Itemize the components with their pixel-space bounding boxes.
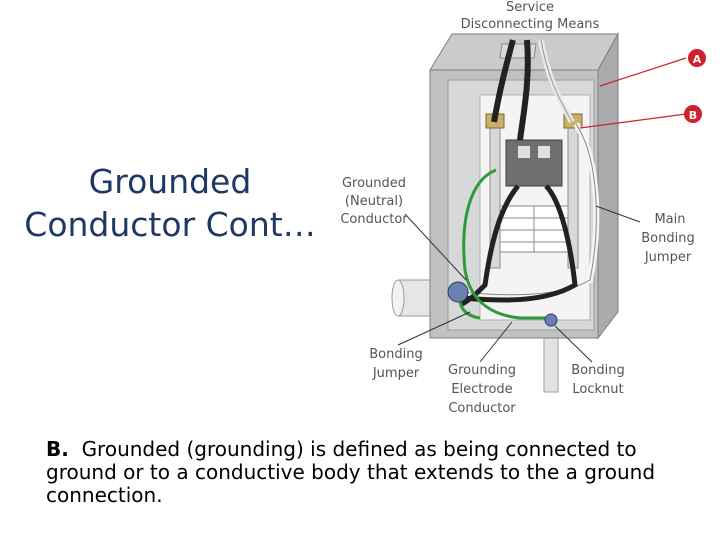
slide-title-line2: Conductor Cont… bbox=[24, 205, 316, 244]
ground-rod bbox=[543, 337, 559, 393]
service-conductor-2 bbox=[517, 39, 531, 141]
breaker-handle-right bbox=[538, 146, 550, 158]
pointer-bonding-locknut bbox=[554, 325, 593, 363]
marker-a-label: A bbox=[693, 53, 702, 66]
label-grounding-electrode-line1: Grounding bbox=[448, 363, 516, 378]
label-grounding-electrode-line2: Electrode bbox=[451, 382, 512, 397]
branch-wire-2 bbox=[460, 184, 520, 307]
breaker-handle-left bbox=[518, 146, 530, 158]
label-bonding-locknut-line2: Locknut bbox=[572, 382, 623, 397]
bonding-locknut bbox=[447, 281, 469, 303]
pointer-bonding-jumper bbox=[397, 311, 471, 346]
label-grounding-electrode-line3: Conductor bbox=[448, 401, 516, 416]
label-main-bonding-line1: Main bbox=[654, 212, 685, 227]
label-bonding-locknut-line1: Bonding bbox=[571, 363, 624, 378]
caption-prefix: B. bbox=[46, 437, 69, 461]
main-breaker bbox=[505, 139, 563, 187]
pointer-grounding-electrode bbox=[479, 321, 513, 363]
marker-b-label: B bbox=[689, 109, 697, 122]
top-label-line1: Service bbox=[506, 0, 554, 15]
pointer-grounded bbox=[404, 213, 467, 281]
marker-b bbox=[684, 105, 702, 123]
pointer-a bbox=[599, 57, 687, 87]
caption-text: Grounded (grounding) is defined as being… bbox=[46, 437, 656, 507]
slide-title-line1: Grounded bbox=[88, 162, 252, 201]
label-bonding-jumper-line2: Jumper bbox=[372, 366, 420, 381]
label-main-bonding-line2: Bonding bbox=[641, 231, 694, 246]
slide-title: Grounded Conductor Cont… bbox=[20, 160, 320, 246]
service-conductor-1 bbox=[491, 39, 516, 123]
pointer-main-bonding bbox=[595, 205, 641, 223]
label-grounded-line1: Grounded bbox=[342, 176, 406, 191]
pointer-b bbox=[579, 113, 687, 129]
enclosure-side bbox=[597, 32, 619, 340]
conduit-end bbox=[391, 279, 405, 317]
branch-wire-1 bbox=[461, 184, 578, 303]
marker-a bbox=[688, 49, 706, 67]
label-grounded-line3: Conductor bbox=[340, 212, 408, 227]
service-panel-diagram: A B Service Disconnecting Means Grounded… bbox=[340, 0, 706, 416]
top-label-line2: Disconnecting Means bbox=[461, 17, 600, 32]
label-bonding-jumper-line1: Bonding bbox=[369, 347, 422, 362]
grounding-electrode-conductor bbox=[462, 168, 552, 320]
label-main-bonding-line3: Jumper bbox=[644, 250, 692, 265]
ground-clamp bbox=[544, 313, 558, 327]
label-grounded-line2: (Neutral) bbox=[345, 194, 403, 209]
caption: B. Grounded (grounding) is defined as be… bbox=[46, 438, 706, 507]
